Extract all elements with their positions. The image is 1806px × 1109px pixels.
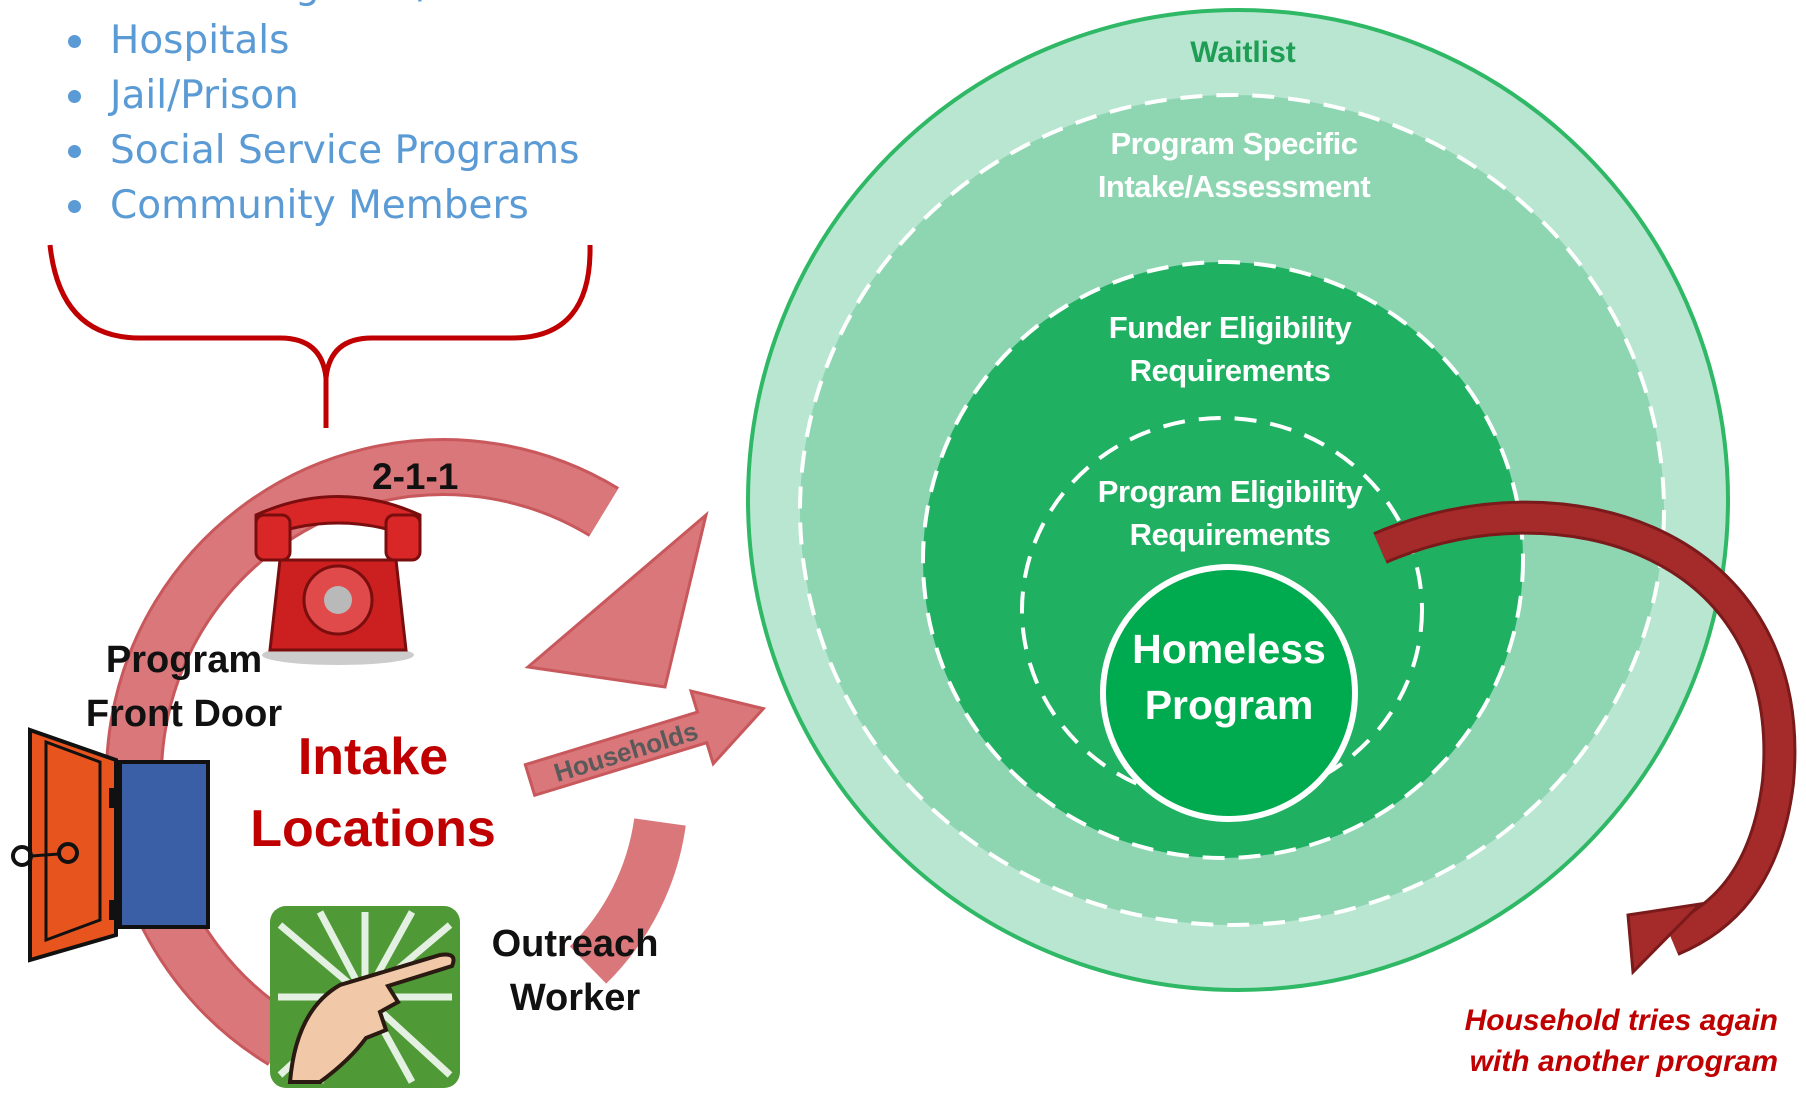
source-label: Other Programs/Providers xyxy=(110,0,612,8)
rejection-arrow xyxy=(1373,500,1797,976)
bullet-icon xyxy=(68,35,81,48)
program-eligibility-label: Program Eligibility Requirements xyxy=(1097,474,1363,552)
source-label: Jail/Prison xyxy=(110,73,299,118)
telephone-icon xyxy=(254,495,422,665)
sources-brace xyxy=(47,244,593,379)
bullet-icon xyxy=(68,145,81,158)
source-label: Social Service Programs xyxy=(110,128,580,173)
bullet-icon xyxy=(68,90,81,103)
source-label: Hospitals xyxy=(110,18,290,63)
list-item: Other Programs/Providers xyxy=(62,0,612,13)
pointing-hand-icon xyxy=(270,906,460,1088)
homeless-program-label: Homeless Program xyxy=(1132,626,1326,728)
outreach-worker-label: Outreach Worker xyxy=(491,923,659,1019)
referral-sources-list: Other Programs/Providers Hospitals Jail/… xyxy=(62,0,612,233)
bullet-icon xyxy=(68,200,81,213)
waitlist-label: Waitlist xyxy=(1190,36,1296,69)
intake-cycle-arrow xyxy=(105,438,709,1066)
rejection-note: Household tries again with another progr… xyxy=(1464,1004,1778,1078)
source-label: Community Members xyxy=(110,183,529,228)
front-door-label: Program Front Door xyxy=(85,639,283,735)
intake-locations-title: Intake Locations xyxy=(250,728,496,858)
list-item: Hospitals xyxy=(62,13,612,68)
eligibility-rings xyxy=(746,8,1730,992)
ring-homeless-program xyxy=(1100,564,1358,822)
list-item: Social Service Programs xyxy=(62,123,612,178)
funder-eligibility-label: Funder Eligibility Requirements xyxy=(1108,310,1352,388)
program-specific-label: Program Specific Intake/Assessment xyxy=(1097,126,1371,204)
list-item: Jail/Prison xyxy=(62,68,612,123)
door-icon xyxy=(11,727,210,963)
households-arrow: Households xyxy=(523,688,767,798)
list-item: Community Members xyxy=(62,178,612,233)
hotline-label: 2-1-1 xyxy=(372,456,459,497)
